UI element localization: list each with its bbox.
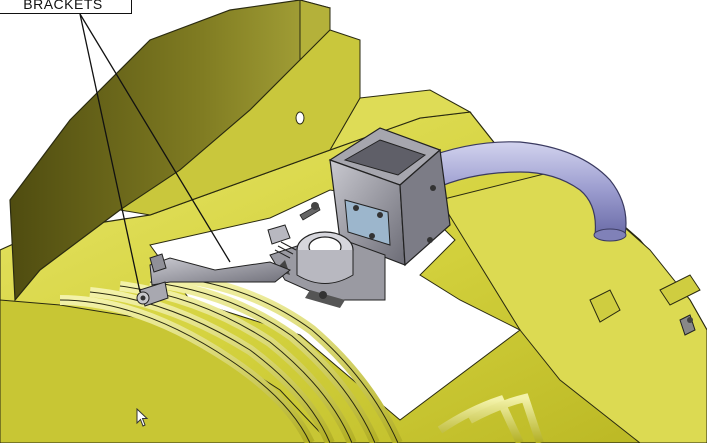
callout-label: BRACKETS [23, 0, 103, 12]
brackets-callout: BRACKETS [0, 0, 132, 14]
throttle-mechanism [267, 202, 386, 308]
right-fasteners [589, 274, 701, 336]
linkage-arm [136, 253, 291, 307]
callout-leaders [79, 13, 231, 293]
side-panel [9, 0, 361, 302]
intake-pipe [419, 141, 627, 242]
mouse-pointer-icon [136, 408, 149, 427]
square-mount [328, 127, 451, 267]
